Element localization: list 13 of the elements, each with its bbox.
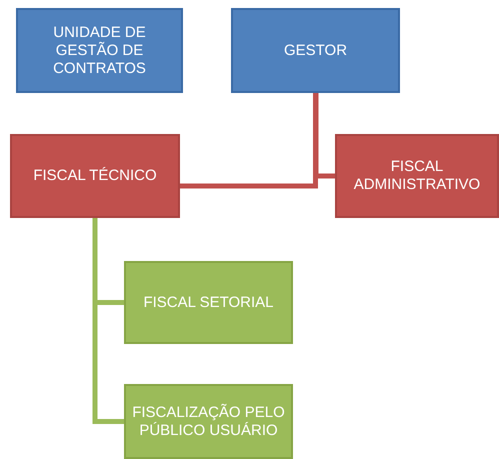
org-box — [124, 384, 293, 459]
box-label: FISCALIZAÇÃO PELO PÚBLICO USUÁRIO — [131, 404, 286, 440]
box-label: FISCAL TÉCNICO — [33, 167, 157, 185]
box-label: GESTOR — [284, 42, 348, 60]
org-box — [16, 8, 183, 93]
connector-line — [180, 93, 318, 188]
org-box — [231, 8, 400, 93]
org-box — [335, 134, 499, 218]
org-box — [124, 261, 293, 344]
org-box — [10, 134, 180, 218]
box-label: FISCAL ADMINISTRATIVO — [352, 158, 482, 194]
box-label: FISCAL SETORIAL — [143, 294, 274, 312]
box-label: UNIDADE DE GESTÃO DE CONTRATOS — [52, 24, 147, 78]
